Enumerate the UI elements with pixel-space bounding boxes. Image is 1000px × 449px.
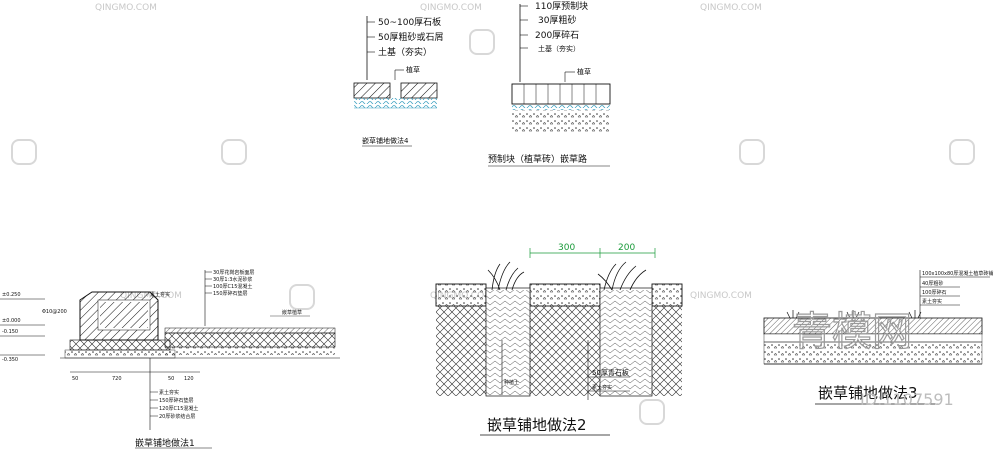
watermark-text: QINGMO.COM bbox=[420, 3, 482, 13]
d2-dim-2: 200 bbox=[618, 243, 635, 253]
elev-label-3: -0.150 bbox=[2, 329, 18, 335]
precast-title: 预制块（植草砖）嵌草路 bbox=[488, 153, 587, 165]
d2-dim-1: 300 bbox=[558, 243, 575, 253]
watermark-big: 青模网 bbox=[792, 309, 912, 355]
watermark-logo-icon bbox=[221, 139, 247, 165]
d2-slab-right bbox=[651, 283, 683, 307]
d1-dim-1: 50 bbox=[72, 376, 78, 382]
d1-note: 嵌草植草 bbox=[282, 309, 302, 316]
precast-label-4: 土基（夯实） bbox=[538, 44, 580, 53]
detail-2-title: 嵌草铺地做法2 bbox=[487, 416, 587, 434]
concrete-base bbox=[69, 339, 171, 351]
precast-blocks bbox=[511, 83, 611, 105]
detail-4-label-1: 50~100厚石板 bbox=[378, 16, 441, 28]
stone-slab-right bbox=[400, 82, 438, 99]
d1-bottom-label-1: 素土夯实 bbox=[159, 389, 179, 396]
d1-bottom-label-3: 120厚C15混凝土 bbox=[159, 405, 198, 412]
watermark-text: QINGMO.COM bbox=[700, 3, 762, 13]
detail-3: 100x100x80厚混凝土植草砖铺 40厚粗砂 100厚碎石 素土夯实 青模网… bbox=[763, 270, 993, 409]
detail-4-title: 嵌草铺地做法4 bbox=[362, 136, 409, 145]
d2-base-label: 素土夯实 bbox=[592, 384, 612, 391]
d3-label-1: 100x100x80厚混凝土植草砖铺 bbox=[922, 270, 993, 277]
watermark-text: QINGMO.COM bbox=[690, 291, 752, 301]
d1-top-label-3: 100厚C15混凝土 bbox=[213, 283, 252, 290]
elev-label-2: ±0.000 bbox=[2, 318, 21, 324]
paving-top bbox=[164, 327, 336, 334]
d1-top-label-2: 30厚1:3水泥砂浆 bbox=[213, 276, 252, 283]
precast-label-3: 200厚碎石 bbox=[535, 29, 579, 41]
watermark-tile: QINGMO.COM bbox=[690, 291, 752, 301]
watermark-logo-icon bbox=[739, 139, 765, 165]
d3-label-4: 素土夯实 bbox=[922, 298, 942, 305]
detail-precast: 110厚预制块 30厚粗砂 200厚碎石 土基（夯实） 植草 预制块（植草砖）嵌… bbox=[488, 0, 611, 167]
detail-4: 50~100厚石板 50厚粗砂或石屑 土基（夯实） 植草 嵌草铺地做法4 bbox=[353, 16, 443, 147]
watermark-tile: QINGMO.COM bbox=[700, 3, 762, 13]
elev-label-1: ±0.250 bbox=[2, 292, 21, 298]
elev-label-4: -0.350 bbox=[2, 357, 18, 363]
detail-1-title: 嵌草铺地做法1 bbox=[135, 437, 195, 449]
d2-slab-label: 50厚青石板 bbox=[592, 368, 629, 377]
detail-4-label-2: 50厚粗砂或石屑 bbox=[378, 31, 443, 43]
precast-sand-layer bbox=[512, 104, 610, 110]
gravel-base bbox=[64, 349, 176, 359]
precast-gravel-layer bbox=[512, 110, 610, 132]
d2-slab-mid bbox=[529, 283, 601, 307]
d1-bottom-label-2: 150厚碎石垫层 bbox=[159, 397, 194, 404]
precast-label-1: 110厚预制块 bbox=[535, 0, 588, 12]
curb-inner-hatch bbox=[100, 302, 148, 328]
d1-dim-3: 50 bbox=[168, 376, 174, 382]
precast-label-2: 30厚粗砂 bbox=[538, 14, 576, 26]
watermark-tile: QINGMO.COM bbox=[420, 3, 482, 13]
paving-gravel bbox=[165, 347, 335, 355]
watermark-logo-icon bbox=[11, 139, 37, 165]
detail-4-grass-label: 植草 bbox=[406, 65, 420, 74]
d1-top-label-5: 素土夯实 bbox=[150, 291, 170, 298]
detail-2: 300 200 种植土 50厚青石板 素土夯实 嵌草铺地做法2 bbox=[435, 243, 683, 436]
sand-layer bbox=[354, 98, 437, 108]
d1-dim-2: 720 bbox=[112, 376, 122, 382]
d2-soil-label: 种植土 bbox=[504, 379, 519, 386]
rebar-label: Φ10@200 bbox=[42, 309, 67, 315]
d1-top-label-4: 150厚碎石垫层 bbox=[213, 290, 248, 297]
watermark-tile: QINGMO.COM bbox=[95, 3, 157, 13]
watermark-logo-icon bbox=[949, 139, 975, 165]
watermark-id: ID:1107591 bbox=[860, 390, 954, 409]
precast-grass-label: 植草 bbox=[577, 67, 591, 76]
d2-slab-left bbox=[435, 283, 487, 307]
watermark-logo-icon bbox=[639, 399, 665, 425]
watermark-text: QINGMO.COM bbox=[95, 3, 157, 13]
grass-icon bbox=[786, 310, 922, 319]
watermark-logo-icon bbox=[469, 29, 495, 55]
d3-label-3: 100厚碎石 bbox=[922, 289, 947, 296]
detail-1: ±0.250 ±0.000 -0.150 -0.350 Φ10@200 30厚花… bbox=[0, 269, 340, 449]
d3-label-2: 40厚粗砂 bbox=[922, 280, 943, 287]
detail-4-label-3: 土基（夯实） bbox=[378, 46, 432, 58]
grass-icon bbox=[487, 261, 525, 291]
detail-3-title: 嵌草铺地做法3 bbox=[818, 384, 918, 402]
d1-dim-4: 120 bbox=[184, 376, 194, 382]
paving-concrete bbox=[164, 332, 336, 348]
d1-top-label-1: 30厚花岗岩板面层 bbox=[213, 269, 254, 276]
watermark-logo-icon bbox=[289, 284, 315, 310]
grass-icon bbox=[597, 261, 647, 291]
d1-bottom-label-4: 20厚砂浆结合层 bbox=[159, 413, 195, 420]
stone-slab-left bbox=[353, 82, 391, 99]
